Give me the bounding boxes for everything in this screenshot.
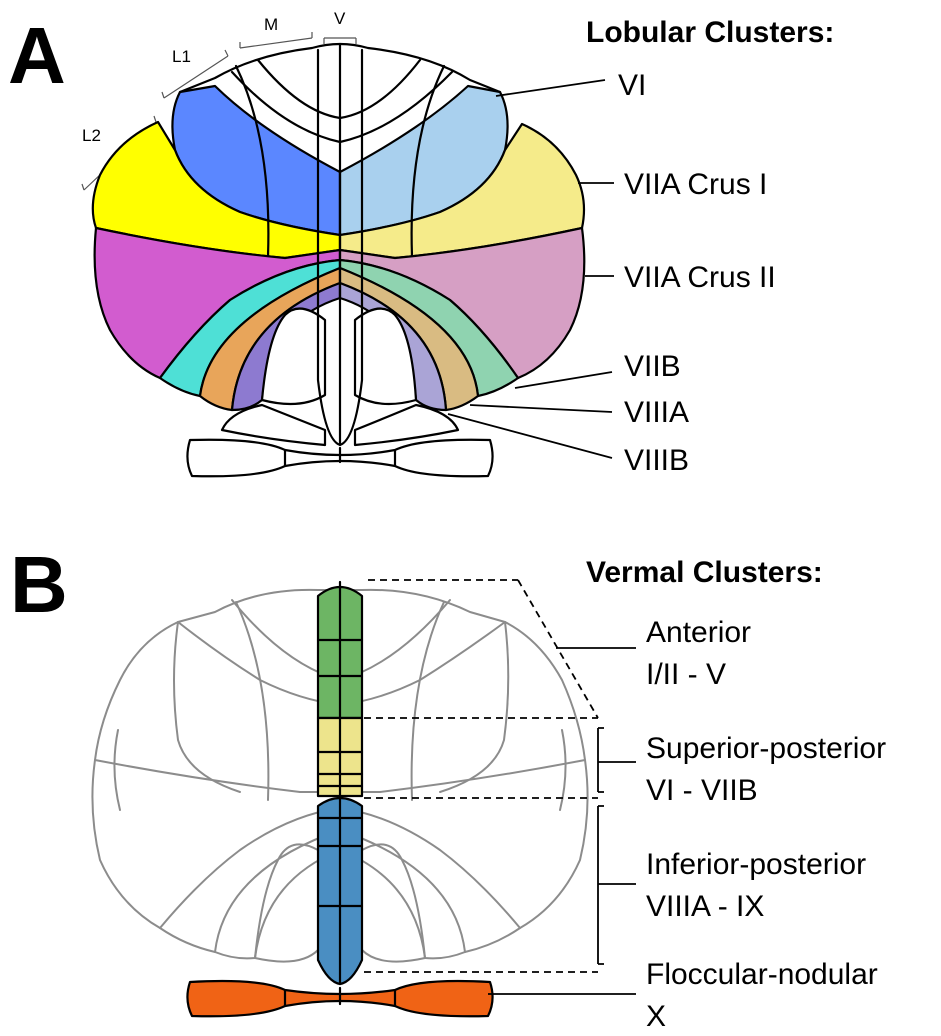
leader-viib [515,372,612,388]
panel-b-letter: B [10,540,68,629]
panel-b: B Vermal Clusters: [10,540,886,1033]
zone-label-l1: L1 [172,47,191,66]
label-vi: VI [618,69,646,102]
label-crus-ii: VIIA Crus II [624,261,776,294]
cluster-guides [364,580,636,994]
flocculus-stalk-left [222,405,325,445]
label-inferior-posterior-lobules: VIIIA - IX [646,890,764,923]
panel-a-heading: Lobular Clusters: [586,16,834,49]
leader-vi [496,80,605,96]
panel-a: A Lobular Clusters: L2 L1 M V [8,9,834,477]
panel-a-letter: A [8,11,66,100]
label-floccular-nodular-lobules: X [646,1000,666,1033]
label-inferior-posterior: Inferior-posterior [646,848,866,881]
zone-label-l2: L2 [82,126,101,145]
cluster-labels: Anterior I/II - V Superior-posterior VI … [646,616,886,1033]
zone-bracket-m [240,32,312,48]
label-anterior: Anterior [646,616,751,649]
label-superior-posterior-lobules: VI - VIIB [646,774,758,807]
label-viiib: VIIIB [624,444,689,477]
panel-b-heading: Vermal Clusters: [586,556,823,589]
label-superior-posterior: Superior-posterior [646,732,886,765]
leader-viiia [470,405,612,412]
label-floccular-nodular: Floccular-nodular [646,958,878,991]
zone-label-v: V [334,9,346,28]
label-viiia: VIIIA [624,396,689,429]
label-anterior-lobules: I/II - V [646,658,726,691]
zone-label-m: M [264,15,278,34]
label-viib: VIIB [624,350,681,383]
label-crus-i: VIIA Crus I [624,168,767,201]
